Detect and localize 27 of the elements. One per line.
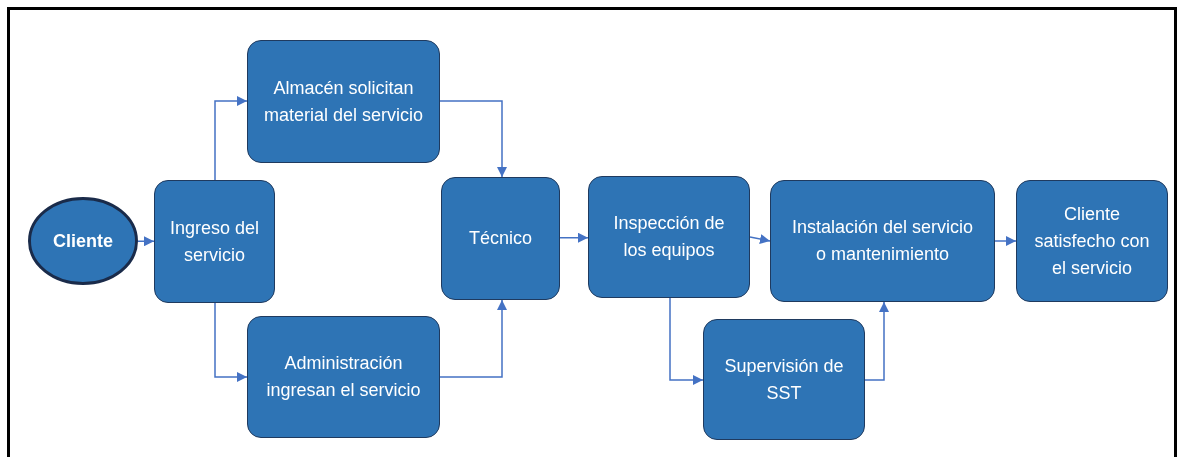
process-box [703, 319, 865, 440]
node-label: Almacén solicitan material del servicio [262, 76, 425, 127]
process-box [247, 316, 440, 438]
node-label: Administración ingresan el servicio [265, 352, 422, 402]
process-box [441, 177, 560, 300]
arrow [669, 297, 704, 385]
process-box [588, 176, 750, 298]
process-box [247, 40, 440, 163]
arrow [214, 96, 248, 181]
arrow [439, 100, 507, 178]
arrow [439, 299, 507, 378]
process-box [1016, 180, 1168, 302]
node-label: Instalación del servicio o mantenimiento [790, 216, 975, 266]
process-box [154, 180, 275, 303]
node-label: Cliente satisfecho con el servicio [1033, 202, 1151, 280]
arrow [749, 234, 771, 244]
node-label: Cliente [52, 229, 114, 253]
node-label: Técnico [468, 227, 533, 250]
arrow [864, 301, 889, 381]
arrow [559, 232, 589, 243]
node-label: Inspección de los equipos [612, 212, 726, 262]
arrow [137, 236, 155, 247]
node-label: Ingreso del servicio [168, 216, 261, 267]
node-label: Supervisión de SST [723, 354, 845, 405]
arrow [994, 236, 1017, 246]
arrow [214, 302, 248, 382]
process-box [770, 180, 995, 302]
